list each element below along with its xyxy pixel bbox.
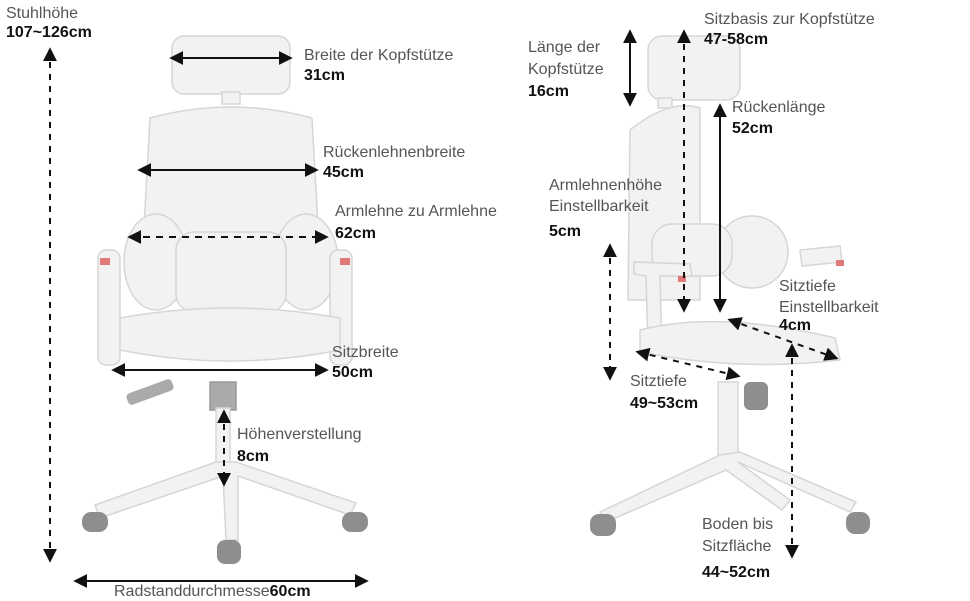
backrest-width-value: 45cm: [323, 164, 364, 181]
wheelbase-value: 60cm: [269, 583, 311, 600]
floor-to-seat-label-1: Boden bis: [702, 516, 774, 533]
armrest-span-value: 62cm: [335, 225, 376, 242]
wheelbase-caption: Radstanddurchmesse60cm: [114, 583, 311, 601]
front-chair: [94, 35, 358, 541]
seat-depth-adjust-value: 4cm: [779, 317, 812, 334]
headrest-length-label-1: Länge der: [528, 39, 601, 56]
arrow-seat-depth: [635, 347, 741, 381]
floor-to-seat-label-2: Sitzfläche: [702, 538, 772, 555]
height-adjust-label: Höhenverstellung: [237, 426, 362, 443]
headrest-width-label: Breite der Kopfstütze: [304, 47, 454, 64]
side-casters: [590, 382, 870, 536]
seat-to-headrest-value: 47-58cm: [704, 31, 769, 48]
side-caster-left: [590, 514, 616, 536]
front-tilt-lever: [126, 379, 174, 405]
front-caster-left: [82, 512, 108, 532]
front-gas-cylinder: [209, 381, 237, 411]
side-column: [717, 381, 739, 463]
side-headrest-post: [657, 97, 673, 109]
armrest-span-label: Armlehne zu Armlehne: [335, 203, 497, 220]
front-headrest: [171, 35, 291, 95]
armrest-adjust-value: 5cm: [549, 223, 582, 240]
seat-width-label: Sitzbreite: [332, 344, 399, 361]
front-armrest-accent-right: [340, 258, 350, 265]
front-armrest-accent-left: [100, 258, 110, 265]
side-gas-lever: [744, 382, 768, 410]
back-length-label: Rückenlänge: [732, 99, 826, 116]
side-armrest-front: [799, 245, 843, 267]
front-lumbar-center: [175, 231, 287, 313]
armrest-adjust-label-2: Einstellbarkeit: [549, 198, 649, 215]
seat-depth-adjust-label-2: Einstellbarkeit: [779, 299, 879, 316]
backrest-width-label: Rückenlehnenbreite: [323, 144, 466, 161]
side-caster-right: [846, 512, 870, 534]
headrest-width-value: 31cm: [304, 67, 345, 84]
front-armrest-left: [97, 249, 121, 366]
front-headrest-post: [221, 91, 241, 105]
chair-height-label: Stuhlhöhe: [6, 5, 79, 22]
back-length-value: 52cm: [732, 120, 773, 137]
front-caster-center: [217, 540, 241, 564]
wheelbase-label: Radstanddurchmesse: [114, 583, 270, 600]
headrest-length-label-2: Kopfstütze: [528, 61, 604, 78]
side-dimension-arrows: [603, 29, 839, 559]
seat-width-value: 50cm: [332, 364, 373, 381]
front-seat: [119, 307, 341, 362]
height-adjust-value: 8cm: [237, 448, 270, 465]
seat-to-headrest-label: Sitzbasis zur Kopfstütze: [704, 11, 875, 28]
headrest-length-value: 16cm: [528, 83, 569, 100]
front-caster-right: [342, 512, 368, 532]
front-casters: [82, 512, 368, 564]
side-armrest-accent-front: [836, 260, 844, 266]
armrest-adjust-label-1: Armlehnenhöhe: [549, 177, 662, 194]
seat-depth-label: Sitztiefe: [630, 373, 687, 390]
front-base: [94, 461, 358, 541]
chair-height-value: 107~126cm: [6, 24, 92, 41]
floor-to-seat-value: 44~52cm: [702, 564, 771, 581]
side-headrest: [647, 35, 741, 101]
seat-depth-adjust-label-1: Sitztiefe: [779, 278, 836, 295]
front-dimension-arrows: [43, 47, 369, 588]
seat-depth-value: 49~53cm: [630, 395, 699, 412]
side-base: [598, 451, 858, 523]
